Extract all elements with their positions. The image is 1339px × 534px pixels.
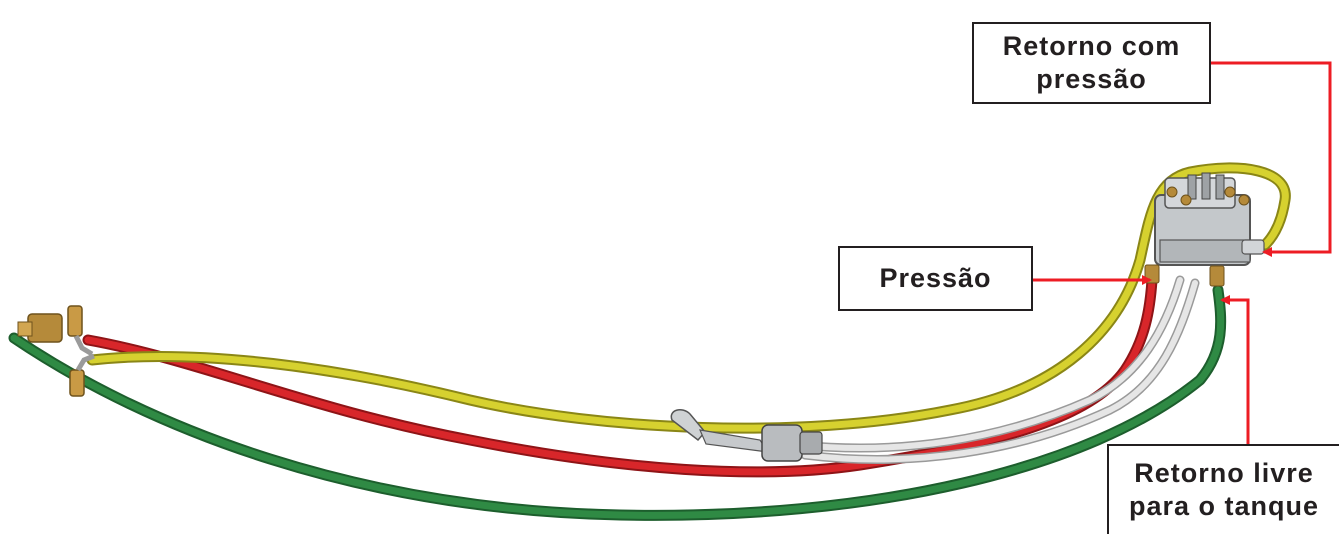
label-pressure: Pressão: [838, 246, 1033, 311]
label-free-return-to-tank: Retorno livre para o tanque: [1107, 444, 1339, 534]
label-pressure-text: Pressão: [879, 262, 991, 295]
green-return-hose: [14, 290, 1221, 515]
label-return-with-pressure-text: Retorno com pressão: [1003, 30, 1181, 96]
label-return-with-pressure: Retorno com pressão: [972, 22, 1211, 104]
label-free-return-to-tank-text: Retorno livre para o tanque: [1129, 457, 1319, 523]
joystick-handle: [671, 410, 822, 461]
